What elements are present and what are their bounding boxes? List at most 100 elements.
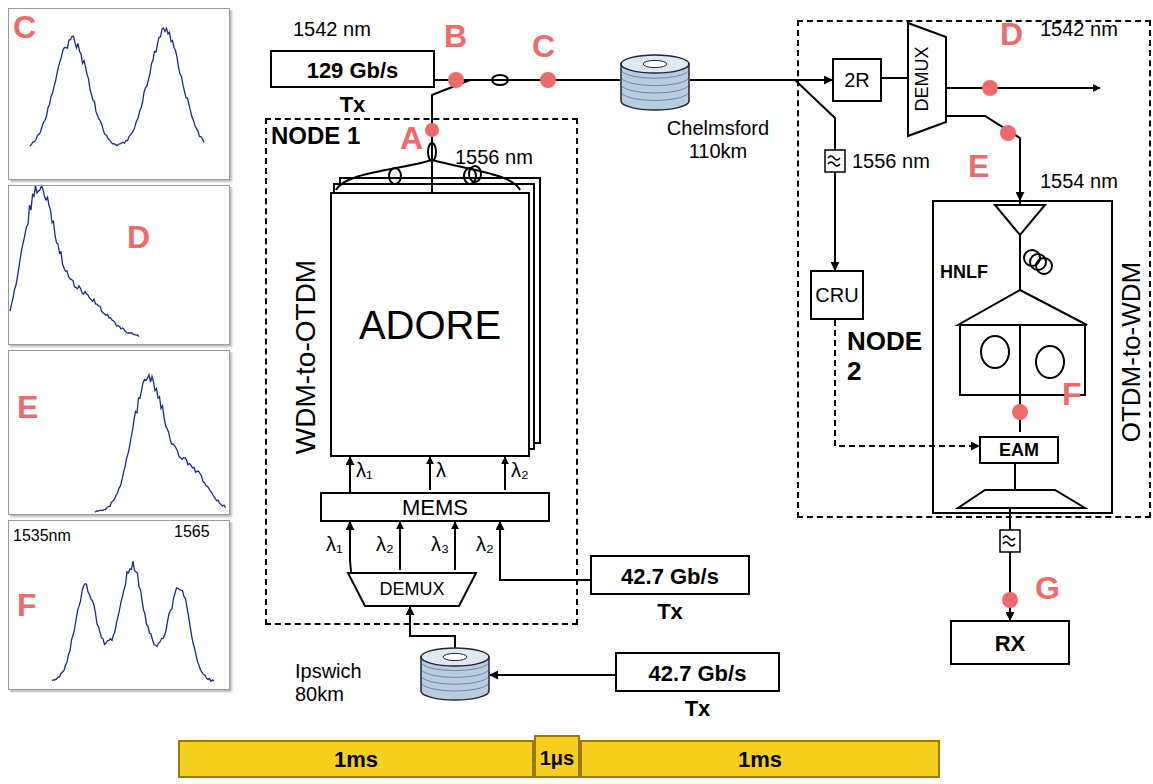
spool-winding <box>422 671 488 678</box>
callout-letter: E <box>968 150 989 182</box>
probe-dot <box>540 72 556 88</box>
node-label: 42.7 Gb/s <box>592 564 748 589</box>
filter-symbol <box>1000 530 1020 552</box>
callout-letter: B <box>444 20 467 52</box>
probe-dot <box>982 80 998 96</box>
node-label: C <box>13 11 53 43</box>
node-label: 1535nm <box>13 527 83 545</box>
probe-dot <box>425 123 439 137</box>
node-label: Tx <box>617 696 778 721</box>
demux-symbol <box>958 490 1085 508</box>
signal-label: λ₂ <box>511 459 529 482</box>
output-arrow <box>945 87 1100 89</box>
connector <box>835 320 979 446</box>
node-label: MEMS <box>322 495 548 520</box>
spectrum-panel: E <box>8 350 230 515</box>
process-box: MEMS <box>320 492 550 522</box>
node-label: 1565 <box>174 523 224 541</box>
spectrum-trace <box>30 28 204 146</box>
callout-letter: D <box>1000 18 1023 50</box>
fiber <box>1014 460 1016 490</box>
wavelength-arrow <box>504 457 506 490</box>
signal-label: 1556 nm <box>455 146 533 169</box>
probe-dot <box>1002 592 1018 608</box>
fiber <box>336 160 432 190</box>
node-label: 42.7 Gb/s <box>617 661 778 686</box>
spool-winding <box>422 677 488 684</box>
node-label: DEMUX <box>347 579 477 600</box>
process-box: 2R <box>832 58 882 102</box>
amplifier-symbol <box>995 205 1045 235</box>
node-label: 1ms <box>582 747 938 772</box>
connector <box>882 77 907 79</box>
fiber-loop <box>981 336 1009 368</box>
demux-outline <box>348 573 476 606</box>
signal-label: λ <box>436 459 446 482</box>
spool-winding <box>422 684 488 691</box>
receiver-box: RX <box>950 620 1070 665</box>
wavelength-arrow <box>429 457 431 490</box>
node-label: WDM-to-OTDM <box>290 237 324 477</box>
node-label: 2R <box>834 69 880 92</box>
spool-hub <box>443 653 467 660</box>
filter-symbol <box>825 150 845 172</box>
fiber-spool: Ipswich 80km <box>420 648 490 700</box>
connector <box>490 674 615 676</box>
node-label: 1μs <box>536 747 578 770</box>
wavelength-arrow <box>399 522 401 570</box>
node-label: E <box>17 391 57 423</box>
signal-label: λ₁ <box>326 533 343 556</box>
node-label: DEMUX <box>912 24 942 134</box>
signal-label: 1542 nm <box>293 18 371 41</box>
signal-label: λ₃ <box>431 533 449 556</box>
spectrum-trace <box>95 375 226 512</box>
node-region: NODE 1 WDM-to-OTDMADORE MEMS DEMUX <box>265 118 578 625</box>
signal-label: λ₂ <box>476 533 494 556</box>
spool-winding <box>622 79 688 86</box>
transmitter-box: 42.7 Gb/sTx <box>590 555 750 595</box>
fiber-spool-outline <box>420 648 490 700</box>
fiber <box>1009 508 1011 512</box>
modulator-box: EAM <box>979 436 1059 464</box>
node-label: Ipswich 80km <box>295 660 390 706</box>
signal-label: 1542 nm <box>1040 18 1118 41</box>
connector <box>410 607 455 648</box>
signal-label: 1556 nm <box>852 150 930 173</box>
spool-top <box>621 55 689 73</box>
demux-symbol: DEMUX <box>907 22 947 137</box>
time-bar: 1ms <box>580 740 940 778</box>
node-label: CRU <box>812 284 862 307</box>
connector <box>432 80 620 192</box>
connector <box>349 457 351 492</box>
connector <box>350 522 351 572</box>
demux-symbol: DEMUX <box>347 572 477 607</box>
spectrum-panel: 1535nm1565F <box>8 520 230 690</box>
node-label: OTDM-to-WDM <box>1117 202 1147 502</box>
spool-top <box>421 648 489 666</box>
fiber-loop <box>464 168 476 184</box>
spool-winding <box>622 86 688 93</box>
nolm-roof <box>958 290 1087 325</box>
probe-dot <box>1000 125 1016 141</box>
demux-outline <box>908 23 946 136</box>
node-label: Tx <box>272 92 433 117</box>
spool-hub <box>643 60 667 67</box>
connector <box>690 80 835 270</box>
converter-box: OTDM-to-WDMEAM <box>932 200 1113 514</box>
connector <box>947 116 1020 200</box>
callout-letter: G <box>1035 572 1060 604</box>
node-label: Chelmsford 110km <box>658 117 778 163</box>
transmitter-box: 129 Gb/sTx <box>270 50 435 88</box>
wavelength-arrow <box>454 522 456 570</box>
spectrum-trace <box>52 561 214 681</box>
time-bar: 1ms <box>178 740 534 778</box>
callout-letter: F <box>1062 378 1082 410</box>
callout-letter: A <box>400 122 423 154</box>
fiber-loop <box>1036 346 1064 378</box>
probe-dot <box>1012 404 1028 420</box>
node-label: ADORE <box>332 302 528 348</box>
spool-winding <box>622 94 688 101</box>
node-label: Tx <box>592 599 748 624</box>
node-label: NODE 1 <box>271 122 391 150</box>
node-label: NODE 2 <box>847 327 932 387</box>
